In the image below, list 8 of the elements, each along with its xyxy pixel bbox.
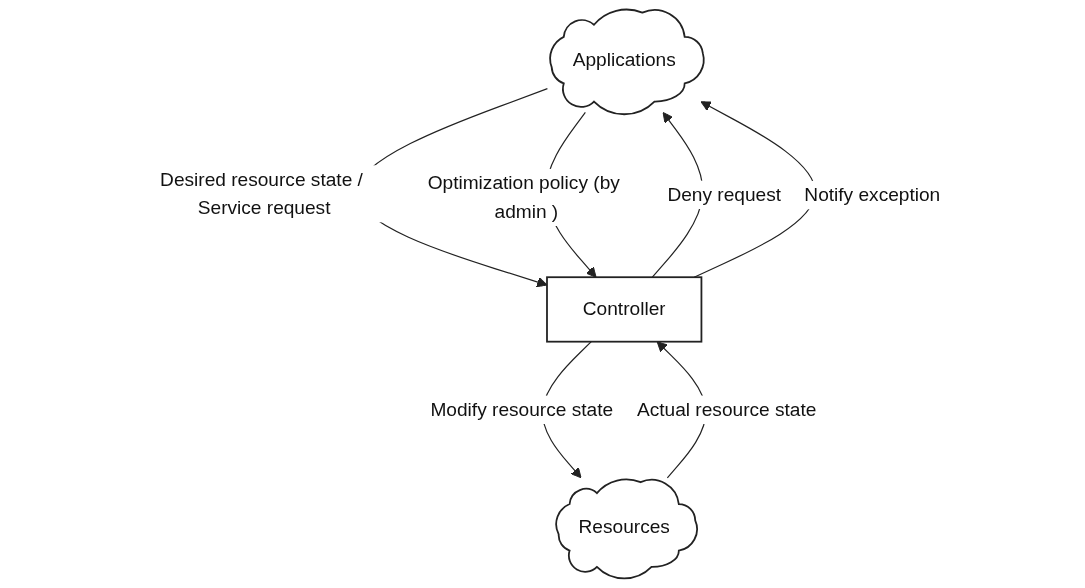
- edge-label: Optimization policy (by admin ): [427, 172, 620, 222]
- node-box: Controller: [546, 276, 703, 343]
- edge-label: Deny request: [667, 184, 782, 205]
- arrow: [693, 101, 816, 278]
- edge-label: Desired resource state / Service request: [160, 168, 363, 218]
- edge-label: Actual resource state: [636, 398, 817, 420]
- edge-label: Modify resource state: [430, 398, 614, 420]
- edge-label: Notify exception: [804, 184, 941, 205]
